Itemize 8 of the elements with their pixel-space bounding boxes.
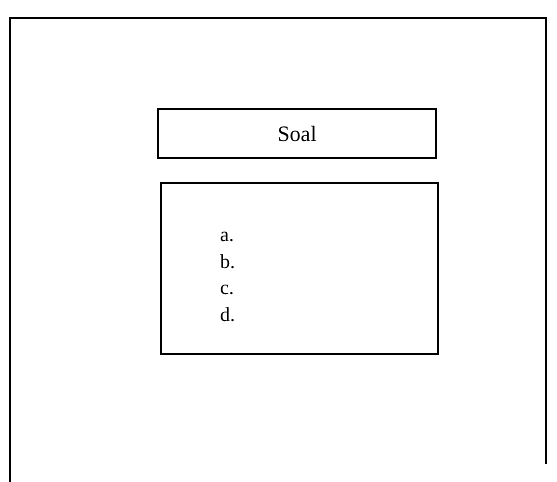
option-label: d.: [220, 302, 235, 328]
option-label: b.: [220, 250, 235, 274]
options-box: [160, 182, 439, 355]
option-label: a.: [220, 223, 235, 248]
option-label: c.: [220, 276, 235, 301]
title-text: Soal: [276, 120, 318, 148]
page-frame: [9, 17, 545, 482]
title-box: [157, 108, 437, 159]
